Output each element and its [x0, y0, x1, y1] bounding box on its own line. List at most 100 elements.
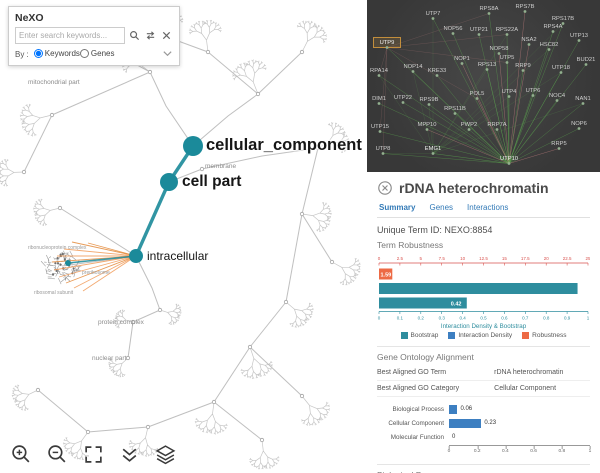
gene-node-nop1[interactable]: NOP1 — [454, 56, 470, 65]
gene-node-noc4[interactable]: NOC4 — [549, 93, 566, 102]
gene-node-rps4a[interactable]: RPS4A — [543, 24, 563, 33]
legend-robustness: Robustness — [522, 332, 567, 339]
zoom-in-button[interactable] — [8, 441, 34, 467]
gene-node-rps13[interactable]: RPS13 — [478, 62, 496, 71]
unique-term-id: Unique Term ID: NEXO:8854 — [377, 225, 493, 235]
gene-node-utp18[interactable]: UTP18 — [552, 65, 570, 74]
gene-node-hsc82[interactable]: HSC82 — [540, 42, 559, 51]
gene-node-utp22[interactable]: UTP22 — [394, 95, 412, 104]
gene-node-rps9b[interactable]: RPS9B — [419, 97, 439, 106]
gene-node-pol5[interactable]: POL5 — [470, 91, 485, 100]
search-input[interactable] — [15, 27, 125, 44]
gene-label: MPP10 — [417, 122, 436, 128]
gene-node-bud21[interactable]: BUD21 — [577, 57, 596, 66]
gene-node-rps7b[interactable]: RPS7B — [515, 4, 535, 13]
gene-node-utp6[interactable]: UTP6 — [526, 88, 541, 97]
gene-label: UTP15 — [371, 124, 389, 130]
go-axis-tick: 0.2 — [474, 446, 481, 454]
tree-node-intracellular[interactable] — [129, 249, 143, 263]
gene-node-utp4[interactable]: UTP4 — [502, 89, 518, 98]
zoom-out-button[interactable] — [44, 441, 70, 467]
gene-node-rps8a[interactable]: RPS8A — [479, 6, 499, 15]
gene-node-rps11b[interactable]: RPS11B — [444, 106, 466, 115]
gene-network-canvas[interactable]: UTP7 RPS8A RPS7B RPS17B NOP56 UTP21 RPS22A RPS4… — [367, 0, 600, 172]
gene-label: RPS13 — [478, 62, 496, 68]
gene-node-kre33[interactable]: KRE33 — [428, 68, 446, 77]
robustness-heading: Term Robustness — [377, 240, 444, 250]
clear-search-button[interactable] — [160, 29, 173, 42]
gene-node-emg1[interactable]: EMG1 — [425, 146, 441, 155]
bar-bootstrap — [379, 283, 578, 294]
node-label-cellular-component[interactable]: cellular_component — [206, 136, 362, 154]
gene-node-utp15[interactable]: UTP15 — [371, 124, 389, 133]
tree-node-cellular-component[interactable] — [183, 136, 203, 156]
gene-label: PWP2 — [461, 122, 477, 128]
biological-process-heading: Biological Process — [377, 464, 590, 473]
svg-text:25: 25 — [585, 256, 590, 261]
gene-node-utp10[interactable]: UTP10 — [500, 156, 518, 165]
gene-node-rps17b[interactable]: RPS17B — [552, 16, 574, 25]
gene-node-utp21[interactable]: UTP21 — [470, 27, 488, 36]
radio-keywords[interactable] — [33, 49, 43, 58]
go-row-key: Best Aligned GO Term — [377, 369, 447, 376]
gene-node-utp5[interactable]: UTP5 — [500, 55, 515, 64]
gene-node-nop58[interactable]: NOP58 — [489, 46, 509, 55]
panel-collapse-button[interactable] — [162, 48, 173, 61]
gene-node-nop6[interactable]: NOP6 — [571, 121, 587, 130]
circle-close-icon — [378, 181, 392, 195]
legend-bootstrap: Bootstrap — [400, 332, 438, 339]
gene-node-nop56[interactable]: NOP56 — [443, 26, 463, 35]
gene-label: UTP8 — [376, 146, 391, 152]
gene-label: NSA2 — [521, 37, 536, 43]
gene-node-pwp2[interactable]: PWP2 — [461, 122, 477, 131]
gene-label: NOC4 — [549, 93, 566, 99]
gene-node-nan1[interactable]: NAN1 — [575, 96, 591, 105]
search-by-genes[interactable]: Genes — [79, 49, 114, 58]
swap-arrows-icon — [146, 31, 155, 40]
legend-swatch — [400, 332, 408, 339]
gene-node-utp7[interactable]: UTP7 — [426, 11, 441, 20]
svg-text:12.5: 12.5 — [479, 256, 488, 261]
gene-node-rrp9[interactable]: RRP9 — [515, 63, 531, 72]
search-button[interactable] — [128, 29, 141, 42]
gene-node-rrp5[interactable]: RRP5 — [551, 141, 567, 150]
go-row-key: Best Aligned GO Category — [377, 385, 460, 392]
gene-label: RPA14 — [370, 68, 389, 74]
tree-node-cell-part[interactable] — [160, 173, 178, 191]
fit-to-view-button[interactable] — [80, 441, 106, 467]
gene-label: RPS7B — [515, 4, 534, 10]
gene-node-nsa2[interactable]: NSA2 — [521, 37, 537, 46]
gene-label: UTP9 — [380, 40, 395, 46]
collapse-all-button[interactable] — [116, 441, 142, 467]
app-title: NeXO — [15, 12, 44, 24]
gene-node-utp8[interactable]: UTP8 — [376, 146, 391, 155]
tab-interactions[interactable]: Interactions — [467, 203, 509, 212]
gene-node-utp9[interactable]: UTP9 — [373, 37, 401, 49]
svg-text:0.9: 0.9 — [564, 316, 571, 321]
gene-node-utp13[interactable]: UTP13 — [570, 33, 588, 42]
zoom-in-icon — [11, 444, 29, 462]
tab-summary[interactable]: Summary — [379, 203, 416, 212]
go-axis-tick: 1 — [589, 446, 591, 454]
gene-node-mpp10[interactable]: MPP10 — [417, 122, 437, 131]
node-label-cell-part[interactable]: cell part — [182, 173, 242, 190]
bottom-axis-label: Interaction Density & Bootstrap — [441, 323, 527, 330]
tab-genes[interactable]: Genes — [429, 203, 454, 212]
gene-node-rpa14[interactable]: RPA14 — [370, 68, 389, 77]
radio-genes[interactable] — [79, 49, 89, 58]
svg-text:0.1: 0.1 — [397, 316, 404, 321]
layers-button[interactable] — [152, 441, 178, 467]
search-by-keywords[interactable]: Keywords — [33, 49, 80, 58]
gene-node-dim1[interactable]: DIM1 — [372, 96, 386, 105]
gene-node-rrp7a[interactable]: RRP7A — [487, 122, 507, 131]
gene-node-rps22a[interactable]: RPS22A — [496, 27, 518, 36]
svg-text:0.2: 0.2 — [418, 316, 425, 321]
ontology-tree-canvas[interactable] — [0, 0, 367, 473]
node-label-intracellular[interactable]: intracellular — [147, 249, 209, 263]
reset-search-button[interactable] — [144, 29, 157, 42]
close-term-button[interactable] — [377, 180, 393, 196]
gene-node-nop14[interactable]: NOP14 — [403, 64, 423, 73]
